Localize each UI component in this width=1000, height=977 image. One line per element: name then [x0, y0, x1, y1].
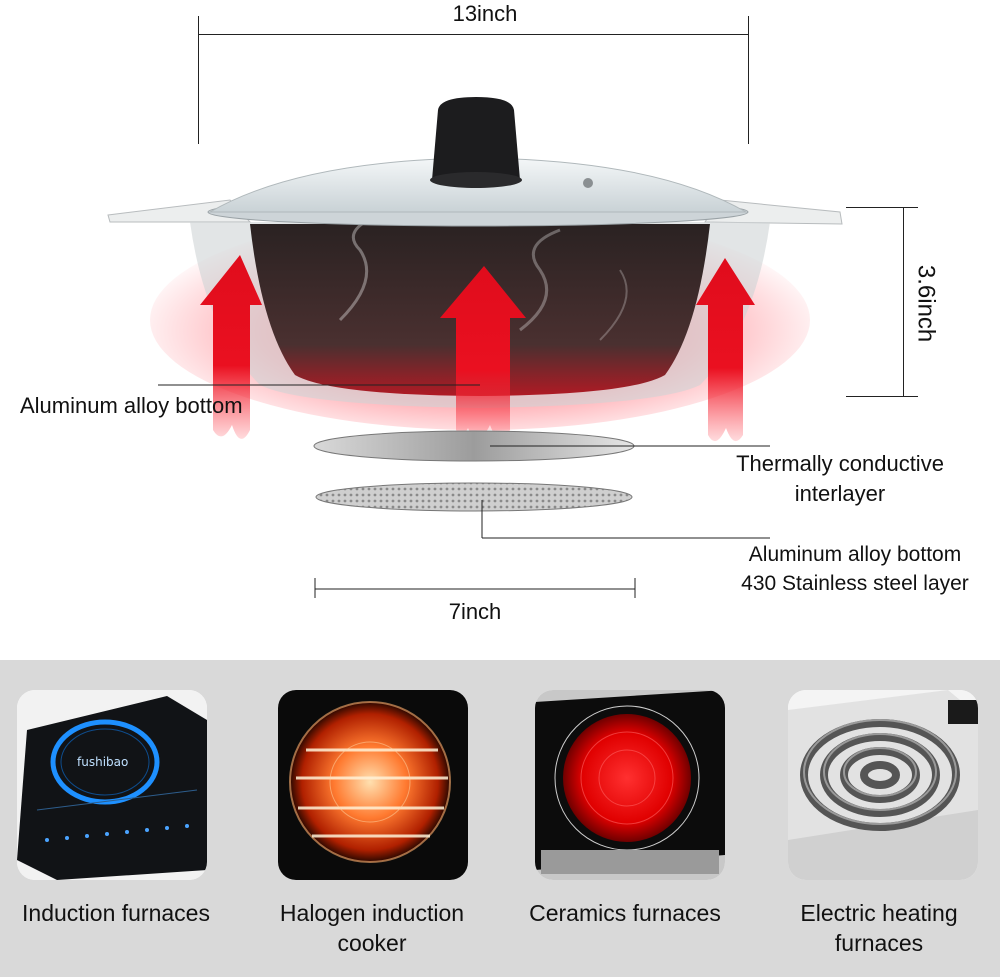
- height-dimension-tick-top: [846, 207, 918, 208]
- pot-diagram-section: 13inch 3.6inch: [20, 1, 969, 624]
- conductive-interlayer-label-line2: interlayer: [794, 481, 886, 506]
- electric-caption-line1: Electric heating: [800, 900, 958, 926]
- ceramic-caption-line1: Ceramics furnaces: [529, 900, 721, 926]
- halogen-cooker-card: [278, 690, 468, 880]
- compatible-stoves-section: fushibao Induction furnaces: [0, 660, 1000, 977]
- ceramic-caption: Ceramics furnaces: [510, 898, 740, 928]
- steel-layer-label-line1: Aluminum alloy bottom: [748, 543, 962, 566]
- width-dimension-tick-left: [198, 16, 199, 144]
- induction-caption: Induction furnaces: [1, 898, 231, 928]
- steel-layer-label-line2: 430 Stainless steel layer: [741, 572, 969, 595]
- width-dimension-line: [198, 34, 749, 35]
- conductive-interlayer-label-line1: Thermally conductive: [736, 451, 944, 476]
- pot-illustration: [107, 97, 843, 598]
- halogen-caption: Halogen induction cooker: [257, 898, 487, 958]
- induction-cooktop-card: fushibao: [17, 690, 207, 880]
- halogen-heater-icon: [278, 690, 468, 880]
- halogen-caption-line2: cooker: [337, 930, 407, 956]
- base-dimension-label: 7inch: [448, 599, 502, 624]
- electric-coil-card: [788, 690, 978, 880]
- induction-cooktop-icon: fushibao: [17, 690, 207, 880]
- coil-burner-icon: [788, 690, 978, 880]
- induction-brand-text: fushibao: [77, 755, 128, 769]
- width-dimension-tick-right: [748, 16, 749, 144]
- electric-caption: Electric heating furnaces: [764, 898, 994, 958]
- height-dimension-line: [903, 207, 904, 397]
- heat-arrow-left: [200, 255, 262, 439]
- aluminum-bottom-label-left: Aluminum alloy bottom: [20, 393, 243, 418]
- halogen-caption-line1: Halogen induction: [279, 900, 465, 926]
- electric-caption-line2: furnaces: [834, 930, 924, 956]
- ceramic-cooktop-icon: [535, 690, 725, 880]
- induction-caption-line1: Induction furnaces: [22, 900, 210, 926]
- heat-arrow-right: [696, 258, 755, 442]
- ceramic-cooktop-card: [535, 690, 725, 880]
- heat-arrow-center: [440, 266, 526, 440]
- height-dimension-tick-bottom: [846, 396, 918, 397]
- width-dimension-label: 13inch: [452, 1, 518, 26]
